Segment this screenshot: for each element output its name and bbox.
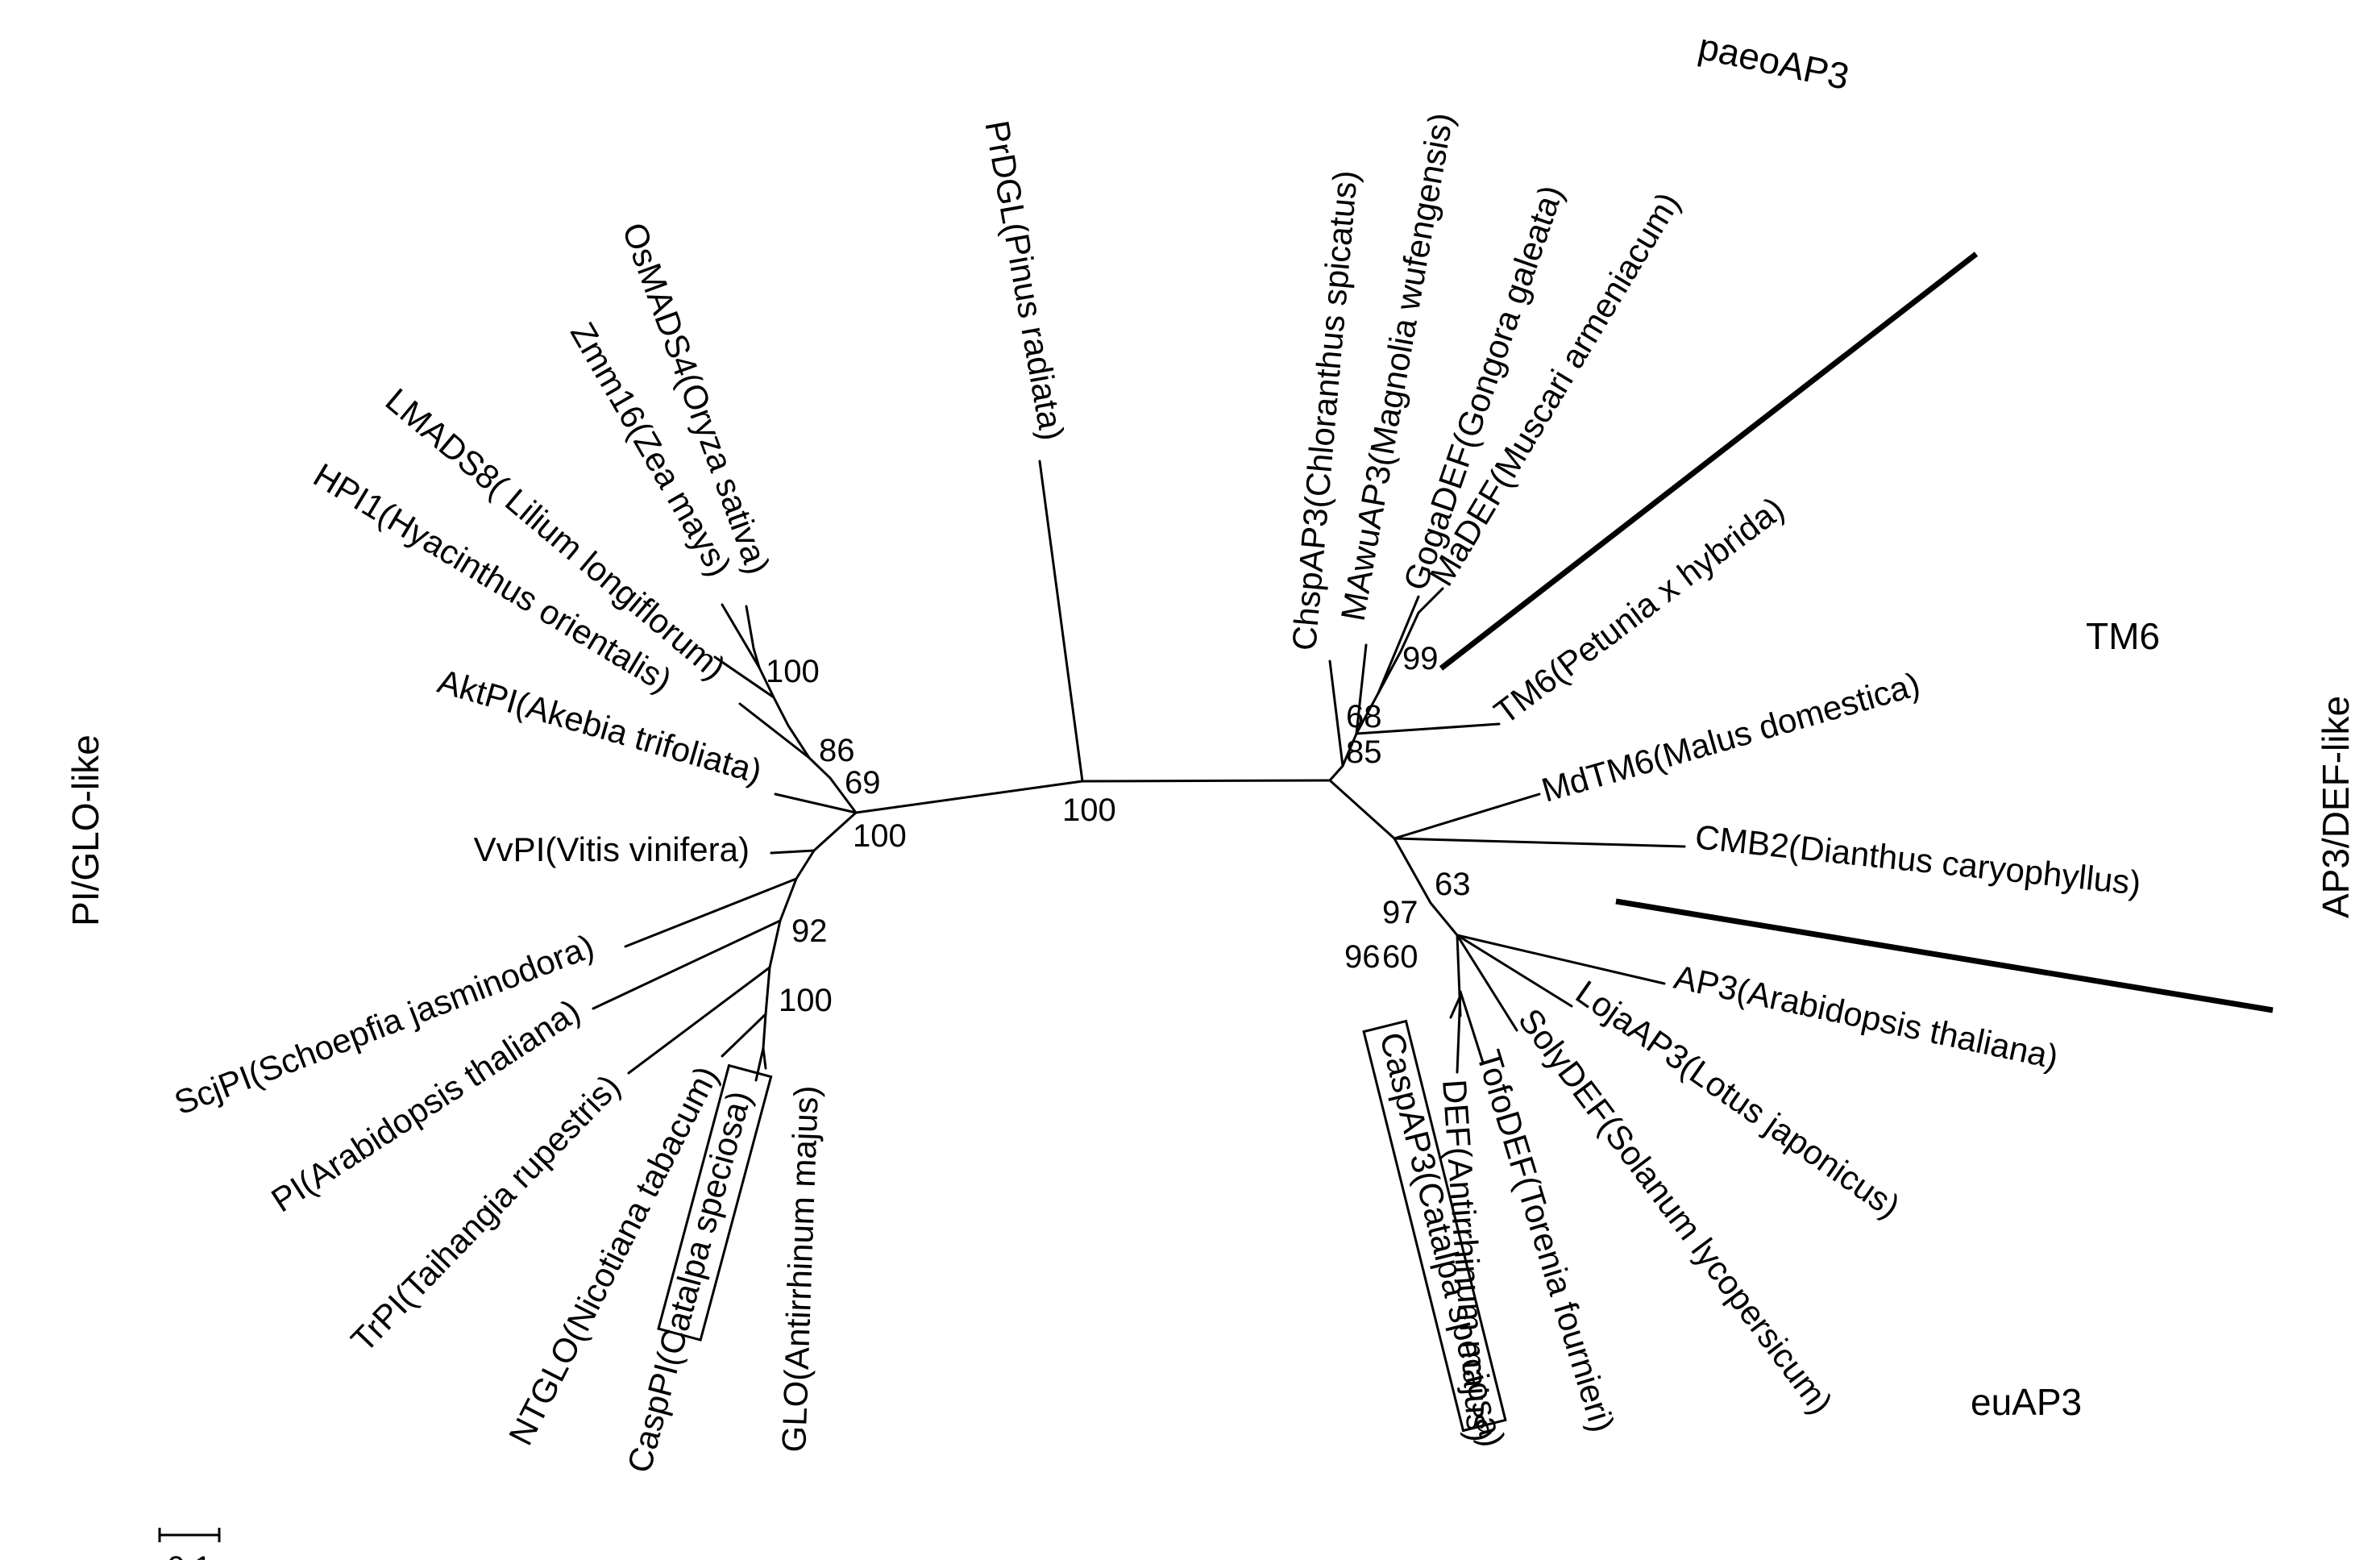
branch-vvpi xyxy=(770,849,816,855)
clade-labels: PI/GLO-like paeoAP3 TM6 AP3/DEF-like euA… xyxy=(64,25,2357,1423)
leaf-glo: GLO(Antirrhinum majus) xyxy=(775,1085,825,1453)
bootstrap-100-glo: 100 xyxy=(779,983,833,1018)
branch-trpi xyxy=(627,966,771,1075)
bootstrap-85: 85 xyxy=(1346,734,1382,770)
branch-def-am xyxy=(1456,990,1462,1074)
branch-zmm16 xyxy=(721,603,761,669)
branch-hpi1 xyxy=(738,702,811,759)
highlight-box-caspap3 xyxy=(1362,1019,1507,1433)
branch-madef xyxy=(1417,587,1444,614)
clade-label-euap3: euAP3 xyxy=(1971,1381,2082,1423)
bootstrap-99: 99 xyxy=(1402,641,1439,676)
clade-divider-paleo xyxy=(1439,252,1979,671)
branch-cmb2 xyxy=(1393,837,1686,848)
branch-mdtm6 xyxy=(1393,792,1541,840)
branch-ntglo xyxy=(721,1013,767,1058)
branch-caspi xyxy=(754,1046,765,1082)
leaf-labels: PrDGL(Pinus radiata) OsMADS4(Oryza sativ… xyxy=(169,110,2143,1476)
branch-tm6 xyxy=(1355,722,1501,735)
bootstrap-60: 60 xyxy=(1382,939,1418,975)
scale-bar-line xyxy=(158,1528,221,1542)
clade-label-pi-glo: PI/GLO-like xyxy=(64,734,106,926)
bootstrap-100-monocots: 100 xyxy=(766,654,820,689)
bootstrap-69: 69 xyxy=(845,765,881,801)
clade-label-tm6: TM6 xyxy=(2086,615,2160,657)
leaf-cmb2: CMB2(Dianthus caryophyllus) xyxy=(1693,817,2142,902)
leaf-ap3-at: AP3(Arabidopsis thaliana) xyxy=(1671,958,2062,1076)
bootstrap-100-central: 100 xyxy=(1062,792,1116,828)
clade-label-paleoap3: paeoAP3 xyxy=(1695,25,1853,98)
branch-chspap3 xyxy=(1328,659,1344,768)
bootstrap-100-pi-base: 100 xyxy=(853,818,907,854)
tree-branches xyxy=(592,460,1686,1082)
scale-bar-label: 0.1 xyxy=(167,1550,212,1560)
clade-divider-eu xyxy=(1615,898,2274,1013)
branch-lojaap3 xyxy=(1456,934,1573,1008)
bootstrap-68: 68 xyxy=(1346,699,1382,734)
leaf-tm6-ph: TM6(Petunia x hybrida) xyxy=(1487,489,1791,731)
branch-solydef xyxy=(1456,934,1518,1032)
branch-prdgl xyxy=(1038,460,1084,783)
bootstrap-values: 100 100 86 69 100 92 100 99 68 85 63 97 … xyxy=(766,641,1471,1018)
leaf-vvpi: VvPI(Vitis vinifera) xyxy=(474,830,750,868)
bootstrap-96: 96 xyxy=(1344,939,1381,975)
branch-tofodef xyxy=(1459,990,1485,1064)
branch-caspap3 xyxy=(1449,994,1462,1019)
bootstrap-97: 97 xyxy=(1382,895,1418,930)
bootstrap-92: 92 xyxy=(791,913,828,949)
highlight-box-caspi xyxy=(657,1063,773,1342)
branch-ap3-at xyxy=(1456,934,1666,985)
bootstrap-86: 86 xyxy=(819,733,855,768)
leaf-prdgl: PrDGL(Pinus radiata) xyxy=(978,118,1071,443)
leaf-aktpi: AktPI(Akebia trifoliata) xyxy=(434,662,766,791)
branch-pi-at xyxy=(592,919,782,1010)
branch-backbone-left xyxy=(854,780,1084,814)
scale-bar: 0.1 xyxy=(158,1528,221,1560)
branch-aktpi xyxy=(774,792,858,814)
branch-pi-junction xyxy=(812,811,858,852)
branch-euap3-spine xyxy=(1328,779,1462,1017)
branch-scjpi xyxy=(624,877,798,948)
branch-ap3-spine xyxy=(1328,611,1420,782)
branch-lmads8 xyxy=(713,655,775,699)
bootstrap-63: 63 xyxy=(1435,867,1471,902)
clade-label-ap3-def: AP3/DEF-like xyxy=(2315,696,2357,918)
branch-pi-spine xyxy=(762,849,816,1050)
branch-backbone-right xyxy=(1081,779,1331,783)
branch-glo xyxy=(762,1046,767,1070)
leaf-mdtm6: MdTM6(Malus domestica) xyxy=(1538,665,1925,809)
branch-mawuap3 xyxy=(1355,643,1368,735)
branch-osmads4 xyxy=(745,605,755,650)
branch-gogadef xyxy=(1377,595,1420,695)
